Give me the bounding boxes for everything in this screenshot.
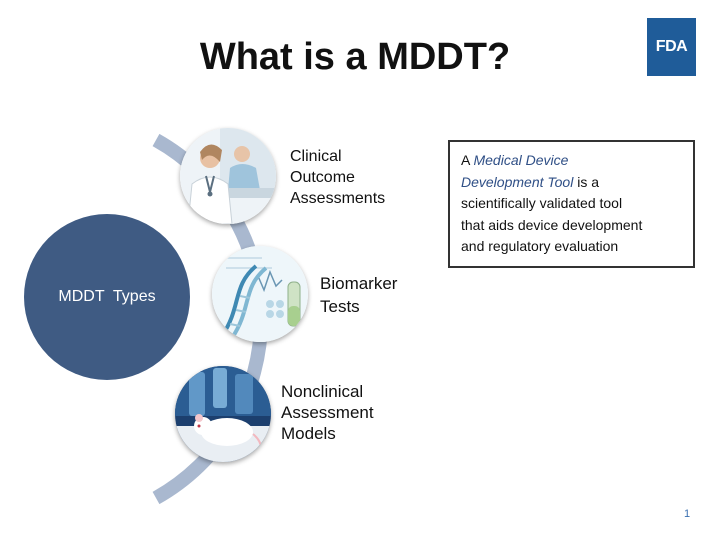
definition-line-2: Development Tool is a bbox=[461, 173, 600, 190]
definition-line-1: A Medical Device bbox=[461, 152, 569, 168]
definition-line-4: that aids device development bbox=[461, 216, 643, 233]
page-number: 1 bbox=[684, 508, 691, 520]
definition-line-3: scientifically validated tool bbox=[461, 195, 623, 211]
clinical-outcome-label: Clinical Outcome Assessments bbox=[290, 148, 386, 207]
dna-lab-photo bbox=[212, 246, 308, 342]
mddt-types-circle: MDDT Types bbox=[24, 214, 190, 380]
definition-line-5: and regulatory evaluation bbox=[461, 238, 619, 254]
fda-logo: FDA bbox=[647, 18, 696, 76]
doctor-patient-photo bbox=[180, 128, 276, 224]
lab-mouse-photo bbox=[175, 366, 271, 462]
definition-box: A Medical Device Development Tool is a s… bbox=[448, 140, 695, 268]
nonclinical-label: Nonclinical Assessment Models bbox=[281, 382, 374, 443]
slide-title: What is a MDDT? bbox=[199, 36, 511, 78]
mddt-types-label: MDDT Types bbox=[58, 288, 156, 305]
biomarker-label: Biomarker Tests bbox=[320, 274, 398, 316]
fda-logo-text: FDA bbox=[655, 38, 688, 55]
